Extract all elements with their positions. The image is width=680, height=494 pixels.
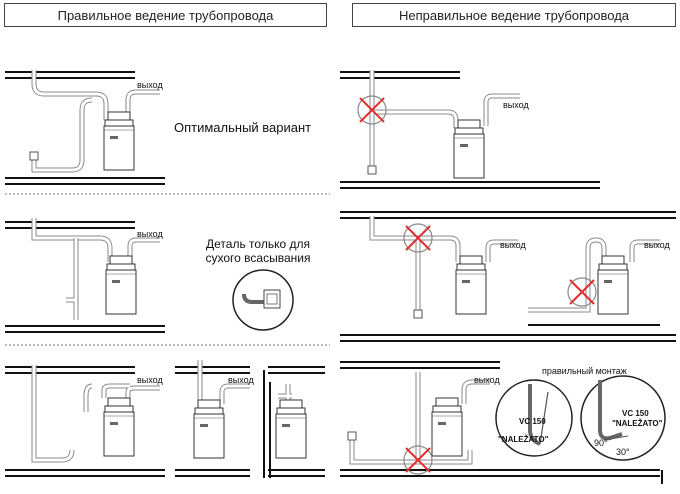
header-incorrect: Неправильное ведение трубопровода <box>352 3 676 27</box>
outlet-label: выход <box>503 100 529 110</box>
angle-90-label: 90° <box>594 438 608 448</box>
outlet-label: выход <box>644 240 670 250</box>
vc-model-label: VC 150 <box>622 409 649 418</box>
incorrect-panel-3: выход <box>340 361 663 484</box>
vc-note-label: "NALEŽATO" <box>612 419 663 428</box>
outlet-label: выход <box>137 375 163 385</box>
outlet-label: выход <box>474 375 500 385</box>
outlet-label: выход <box>137 80 163 90</box>
correct-mount-label: правильный монтаж <box>542 366 627 376</box>
vc-model-label: VC 150 <box>519 417 546 426</box>
correct-panel-1: выход <box>5 70 165 185</box>
detail-line-1: Деталь только для <box>206 237 310 251</box>
angle-30-label: 30° <box>616 447 630 457</box>
correct-mounting-detail: правильный монтаж VC 150 "NALEŽATO" VC 1… <box>495 366 666 461</box>
outlet-label: выход <box>137 229 163 239</box>
outlet-label: выход <box>500 240 526 250</box>
dry-suction-detail: Деталь только для сухого всасывания <box>206 237 311 331</box>
correct-panel-3: выход выход <box>5 360 325 478</box>
optimal-variant-label: Оптимальный вариант <box>174 120 311 135</box>
incorrect-panel-1: выход <box>340 70 600 189</box>
detail-line-2: сухого всасывания <box>206 251 311 265</box>
outlet-label: выход <box>228 375 254 385</box>
vc-note-label: "NALEŽATO" <box>498 435 549 444</box>
correct-panel-2: выход <box>5 218 165 333</box>
header-correct: Правильное ведение трубопровода <box>4 3 327 27</box>
incorrect-panel-2: выход выход <box>340 211 676 342</box>
